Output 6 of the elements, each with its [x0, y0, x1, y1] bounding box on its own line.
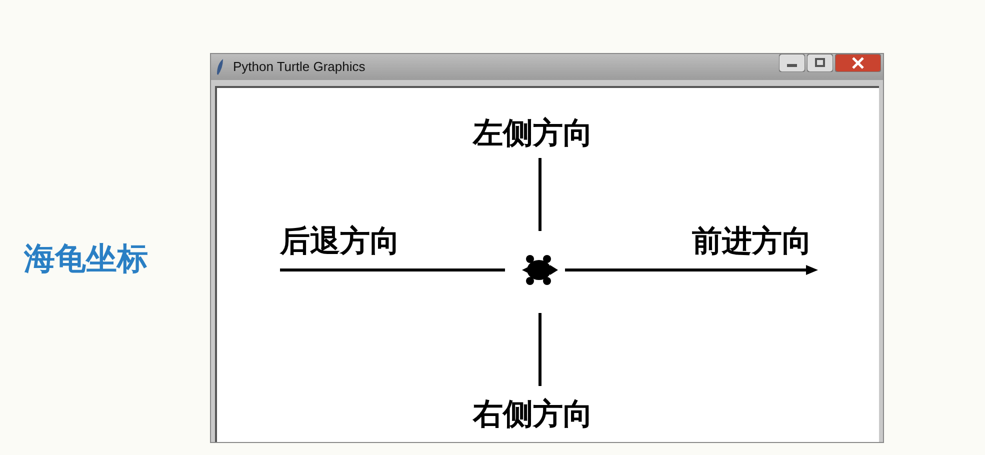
window-title: Python Turtle Graphics [233, 59, 366, 74]
direction-label: 左侧方向 [473, 116, 593, 152]
direction-label: 后退方向 [280, 224, 400, 260]
title: 海龟坐标 [24, 240, 148, 279]
direction-label: 右侧方向 [473, 397, 593, 433]
direction-label: 前进方向 [692, 224, 812, 260]
